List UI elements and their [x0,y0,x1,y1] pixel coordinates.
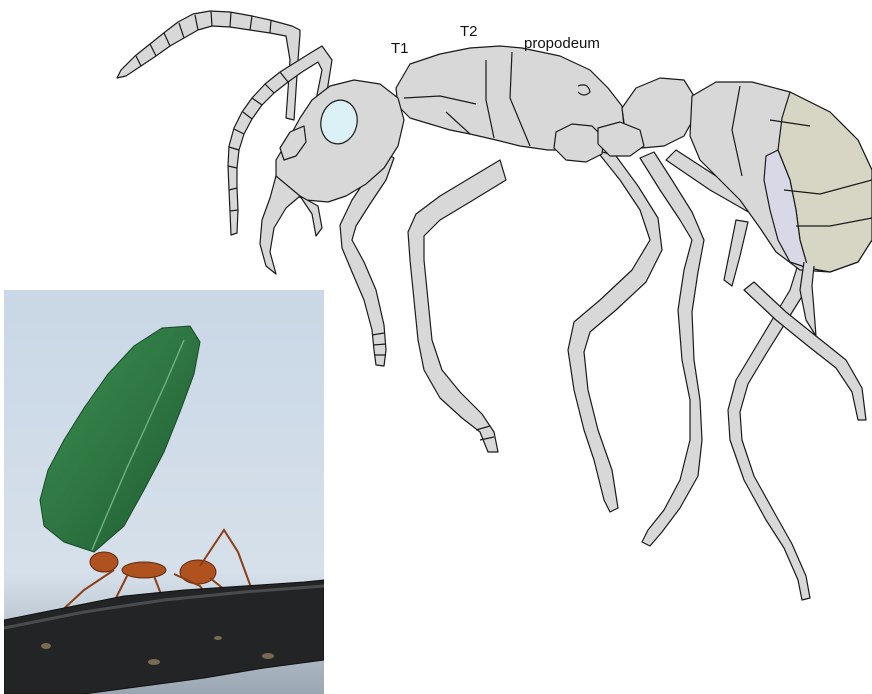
label-t1: T1 [391,40,409,57]
antenna-upper [117,11,300,120]
mandible [260,176,300,274]
photo-ant-head [90,552,118,572]
mandible-lower [300,196,322,236]
leafcutter-ant-photo [4,290,324,694]
mid-leg-right [568,150,662,512]
photo-ant-gaster [180,560,216,584]
mid-leg-left [408,160,506,452]
photo-ant-thorax [122,562,166,578]
label-t2: T2 [460,23,478,40]
label-propodeum: propodeum [524,35,600,52]
petiole-node [554,124,604,162]
